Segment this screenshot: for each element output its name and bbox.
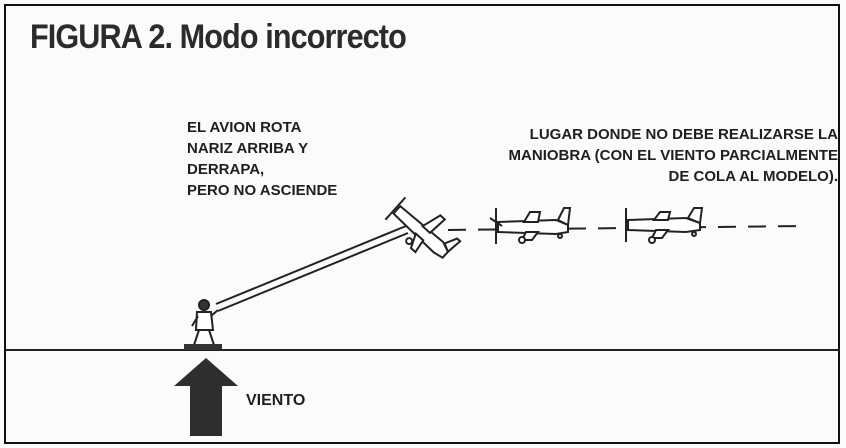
wind-label: VIENTO [246, 392, 306, 409]
airplane-icon [489, 207, 572, 244]
wrong-location-line: DE COLA AL MODELO). [668, 168, 838, 185]
pilot-figure [184, 299, 222, 350]
wrong-location-line: MANIOBRA (CON EL VIENTO PARCIALMENTE [508, 147, 838, 164]
wrong-location-label: LUGAR DONDE NO DEBE REALIZARSE LA MANIOB… [509, 124, 838, 187]
airplane-icon [625, 207, 704, 244]
plane-behavior-line: EL AVION ROTA [187, 119, 302, 136]
figure-title: FIGURA 2. Modo incorrecto [30, 18, 407, 56]
plane-behavior-label: EL AVION ROTA NARIZ ARRIBA Y DERRAPA, PE… [187, 117, 337, 201]
arrow-up-icon [174, 358, 238, 436]
figure-frame [4, 4, 840, 444]
wrong-location-line: LUGAR DONDE NO DEBE REALIZARSE LA [529, 126, 838, 143]
airplane-icon [384, 196, 462, 260]
plane-behavior-line: DERRAPA, [187, 161, 265, 178]
plane-behavior-line: PERO NO ASCIENDE [187, 182, 338, 199]
control-lines [215, 225, 409, 312]
plane-behavior-line: NARIZ ARRIBA Y [187, 140, 309, 157]
